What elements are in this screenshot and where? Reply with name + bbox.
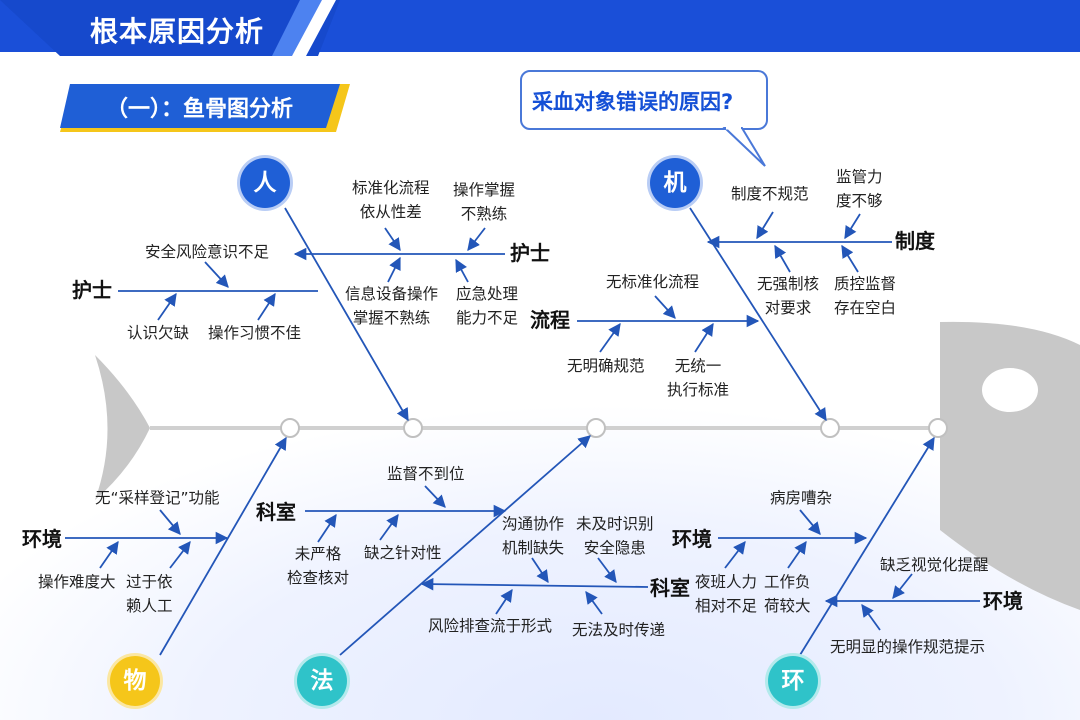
fa-sub1-label: 科室: [256, 500, 296, 524]
huan-cause-2: 夜班人力相对不足: [695, 570, 757, 618]
ren-cause-1-line2: 依从性差: [360, 203, 422, 221]
huan-sub1-label: 环境: [672, 527, 712, 551]
ren-sub2-label: 护士: [72, 278, 112, 302]
ren-cause-6: 认识欠缺: [127, 321, 189, 345]
fa-cause-1: 监督不到位: [387, 462, 465, 486]
category-huan: 环: [768, 656, 818, 706]
huan-cause-5: 无明显的操作规范提示: [830, 635, 985, 659]
fa-sub2-label: 科室: [650, 576, 690, 600]
fa-cause-3: 缺之针对性: [364, 541, 442, 565]
category-ji: 机: [650, 158, 700, 208]
ren-cause-7: 操作习惯不佳: [208, 321, 301, 345]
fish-eye-shape: [982, 368, 1038, 412]
ren-cause-2: 操作掌握不熟练: [453, 178, 515, 226]
wu-cause-1: 无“采样登记”功能: [95, 486, 220, 510]
ren-cause-3: 信息设备操作掌握不熟练: [345, 282, 438, 330]
ji-cause-2: 监管力度不够: [836, 165, 883, 213]
fa-cause-2: 未严格检查核对: [287, 542, 349, 590]
ji-sub1-label: 制度: [895, 229, 935, 253]
ji-sub2-label: 流程: [530, 308, 570, 332]
ji-cause-5: 无标准化流程: [606, 270, 699, 294]
huan-cause-4: 缺乏视觉化提醒: [880, 553, 989, 577]
huan-sub2-label: 环境: [983, 589, 1023, 613]
ji-cause-7: 无统一执行标准: [667, 354, 729, 402]
wu-cause-2: 操作难度大: [38, 570, 116, 594]
ren-cause-1-line1: 标准化流程: [352, 179, 430, 197]
ren-sub1-label: 护士: [510, 241, 550, 265]
ren-cause-1: 标准化流程 依从性差: [352, 176, 430, 224]
bone-huan: [800, 438, 934, 655]
ji-cause-4: 质控监督存在空白: [834, 272, 896, 320]
category-ren: 人: [240, 158, 290, 208]
ji-cause-1: 制度不规范: [731, 182, 809, 206]
fa-cause-6: 风险排查流于形式: [428, 614, 552, 638]
huan-cause-1: 病房嘈杂: [770, 486, 832, 510]
fish-tail-shape: [95, 355, 150, 500]
fa-cause-4: 沟通协作机制缺失: [502, 512, 564, 560]
huan-cause-3: 工作负荷较大: [764, 570, 811, 618]
wu-cause-3: 过于依赖人工: [126, 570, 173, 618]
fa-cause-5: 未及时识别安全隐患: [576, 512, 654, 560]
ren-cause-5: 安全风险意识不足: [145, 240, 269, 264]
category-wu: 物: [110, 656, 160, 706]
fa-cause-7: 无法及时传递: [572, 618, 665, 642]
ren-cause-4: 应急处理能力不足: [456, 282, 518, 330]
ji-cause-6: 无明确规范: [567, 354, 645, 378]
category-fa: 法: [297, 656, 347, 706]
bone-wu: [160, 438, 286, 655]
wu-sub1-label: 环境: [22, 527, 62, 551]
ji-cause-3: 无强制核对要求: [757, 272, 819, 320]
